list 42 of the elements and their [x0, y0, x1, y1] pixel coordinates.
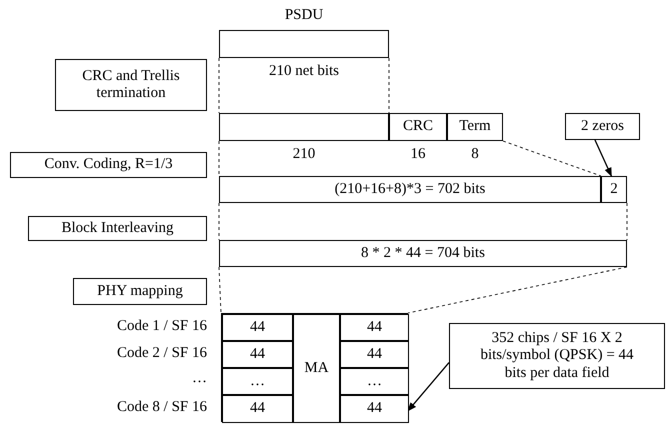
- bit-field-box: [219, 30, 389, 58]
- step-label-box: Conv. Coding, R=1/3: [10, 152, 207, 178]
- bit-field-box: [221, 313, 408, 422]
- bit-field-box: 2 zeros: [565, 113, 640, 140]
- data-field-cell: 44: [222, 341, 293, 368]
- projection-line: [408, 266, 628, 314]
- bit-field-box: [219, 113, 389, 141]
- bit-field-box: 2: [601, 176, 627, 203]
- step-label-box: Block Interleaving: [28, 216, 207, 241]
- projection-line: [218, 140, 220, 176]
- bit-count-label: 210: [292, 145, 316, 164]
- data-field-cell: 44: [340, 395, 409, 423]
- projection-line: [218, 266, 222, 314]
- code-label: Code 8 / SF 16: [116, 398, 207, 417]
- data-field-cell: 44: [340, 341, 409, 368]
- projection-line: [218, 58, 220, 114]
- data-field-cell: MA: [293, 314, 340, 423]
- bit-field-box: (210+16+8)*3 = 702 bits: [219, 176, 601, 203]
- bit-field-box: 8 * 2 * 44 = 704 bits: [219, 240, 627, 267]
- projection-line: [502, 140, 602, 176]
- data-field-cell: 44: [340, 314, 409, 341]
- code-label: Code 2 / SF 16: [116, 344, 207, 363]
- projection-line: [218, 202, 220, 240]
- bit-count-label: 210 net bits: [268, 62, 340, 81]
- data-field-cell: …: [340, 368, 409, 395]
- bit-count-label: PSDU: [284, 6, 324, 25]
- step-label-box: PHY mapping: [73, 278, 207, 305]
- code-label: Code 1 / SF 16: [116, 317, 207, 336]
- arrow: [407, 362, 450, 412]
- bit-count-label: 8: [470, 145, 480, 164]
- bit-field-box: CRC: [389, 113, 447, 141]
- code-label: …: [191, 369, 207, 388]
- arrow: [594, 140, 612, 177]
- projection-line: [626, 202, 628, 240]
- data-field-cell: 44: [222, 314, 293, 341]
- step-label-box: CRC and Trellis termination: [55, 59, 207, 111]
- bit-count-label: 16: [410, 145, 426, 164]
- data-field-cell: 44: [222, 395, 293, 423]
- note-box: 352 chips / SF 16 X 2 bits/symbol (QPSK) = 44 bits per data field: [449, 323, 665, 389]
- bit-field-box: Term: [447, 113, 503, 141]
- data-field-cell: …: [222, 368, 293, 395]
- projection-line: [388, 58, 390, 114]
